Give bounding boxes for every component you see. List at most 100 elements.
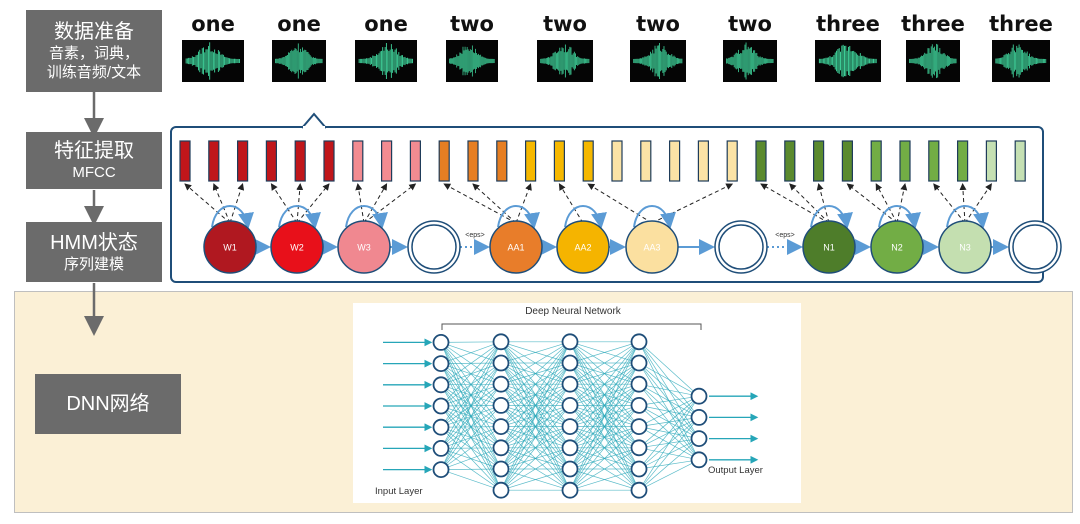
hmm-title: HMM状态	[50, 231, 138, 254]
neural-network-figure: Deep Neural Network Input Layer Output L…	[353, 303, 801, 503]
nn-neuron	[561, 375, 579, 393]
nn-connection	[440, 341, 502, 449]
nn-connection	[440, 341, 502, 386]
nn-neuron	[561, 460, 579, 478]
word-label: one	[277, 12, 321, 36]
nn-connection	[569, 341, 640, 364]
nn-connection	[500, 341, 571, 491]
nn-neuron	[630, 481, 648, 499]
mfcc-hmm-panel	[170, 126, 1044, 283]
nn-connection	[440, 362, 502, 470]
nn-connection	[569, 341, 640, 448]
nn-neuron	[690, 387, 708, 405]
nn-connection	[569, 341, 640, 470]
nn-neuron	[492, 418, 510, 435]
nn-bracket	[441, 323, 702, 330]
nn-neuron	[630, 460, 648, 478]
nn-connection	[638, 417, 700, 491]
nn-connection	[440, 341, 502, 364]
nn-connection	[569, 405, 640, 491]
nn-neuron	[492, 439, 510, 457]
hmm-subtitle: 序列建模	[63, 255, 124, 273]
pipeline-arrows	[84, 92, 104, 336]
nn-neuron	[492, 481, 510, 499]
nn-neuron	[432, 334, 450, 351]
nn-connection	[569, 468, 640, 491]
waveform-thumbnail	[355, 40, 417, 82]
nn-connection	[638, 395, 700, 406]
nn-connection	[638, 438, 700, 491]
nn-connection	[440, 341, 502, 470]
nn-neuron	[561, 397, 579, 414]
nn-neuron	[432, 397, 450, 415]
waveform-thumbnail	[630, 40, 686, 82]
nn-connection	[569, 341, 640, 406]
nn-neuron	[492, 375, 510, 393]
nn-neuron	[630, 354, 648, 372]
nn-connection	[440, 447, 502, 470]
nn-connection	[638, 341, 700, 397]
feature-title: 特征提取	[54, 140, 134, 162]
nn-connection	[500, 362, 571, 491]
nn-neuron	[630, 333, 648, 351]
word-label: three	[901, 12, 965, 36]
neural-network-diagram: Deep Neural Network Input Layer Output L…	[375, 306, 763, 499]
waveform-thumbnail	[446, 40, 498, 82]
nn-connection	[440, 405, 502, 470]
nn-connection	[500, 447, 571, 491]
nn-connection	[638, 395, 700, 470]
feature-subtitle: MFCC	[72, 164, 116, 181]
nn-connection	[569, 341, 640, 427]
nn-connection	[500, 341, 571, 427]
nn-neuron	[561, 439, 579, 457]
nn-connection	[500, 341, 571, 470]
nn-connection	[440, 341, 502, 343]
nn-connection	[569, 447, 640, 491]
nn-neuron	[690, 409, 708, 426]
nn-output-label: Output Layer	[708, 465, 763, 476]
nn-connection	[440, 468, 502, 470]
waveform-thumbnail	[537, 40, 593, 82]
nn-connection	[500, 341, 571, 406]
word-label: one	[364, 12, 408, 36]
nn-neuron	[630, 418, 648, 435]
nn-connection	[569, 341, 640, 491]
word-label: two	[543, 12, 587, 36]
nn-connection	[638, 395, 700, 449]
nn-connection	[500, 341, 571, 385]
nn-neuron	[432, 355, 450, 372]
data-prep-line2: 音素，词典，	[48, 45, 139, 62]
nn-neuron	[561, 481, 579, 499]
word-label: two	[450, 12, 494, 36]
nn-connection	[638, 395, 700, 427]
word-label: one	[191, 12, 235, 36]
data-prep-line3: 训练音频/文本	[46, 64, 142, 81]
waveform-thumbnail	[906, 40, 960, 82]
feature-extraction-step: 特征提取 MFCC	[26, 132, 162, 189]
nn-neuron	[630, 439, 648, 457]
nn-connection	[638, 362, 700, 397]
nn-neuron	[432, 376, 450, 394]
dnn-title: DNN网络	[66, 393, 150, 415]
waveform-thumbnail	[992, 40, 1050, 82]
nn-connection	[569, 426, 640, 491]
waveform-thumbnail	[723, 40, 777, 82]
nn-neuron	[630, 397, 648, 414]
nn-connection	[440, 426, 502, 470]
nn-connection	[638, 459, 700, 491]
word-label: three	[989, 12, 1053, 36]
nn-connection	[500, 341, 571, 364]
nn-connection	[569, 341, 640, 385]
waveform-thumbnail	[815, 40, 881, 82]
nn-connection	[500, 426, 571, 491]
nn-neuron	[492, 354, 510, 372]
nn-title: Deep Neural Network	[525, 306, 622, 317]
nn-neuron	[561, 333, 579, 351]
waveform-thumbnail	[182, 40, 244, 82]
panel-callout-notch	[301, 112, 327, 129]
nn-connection	[500, 341, 571, 448]
dnn-step: DNN网络	[35, 374, 181, 434]
nn-connection	[440, 341, 502, 407]
nn-connection	[500, 405, 571, 491]
waveform-thumbnail	[272, 40, 326, 82]
